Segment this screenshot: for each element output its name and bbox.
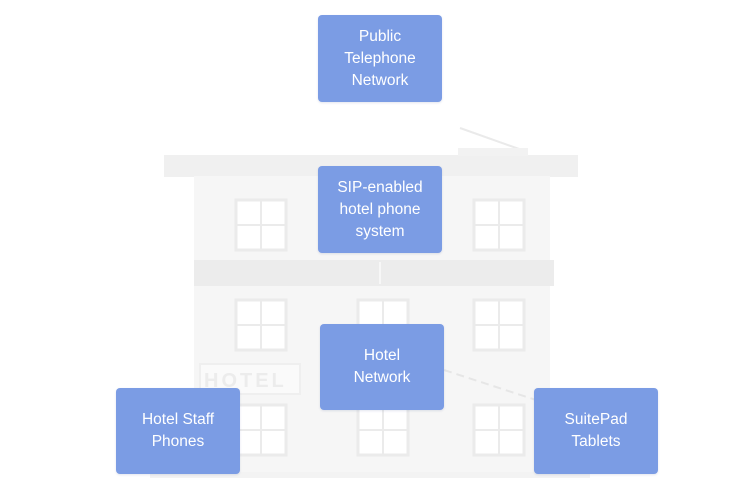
node-suitepad-tablets: SuitePad Tablets bbox=[534, 388, 658, 474]
faint-connector bbox=[443, 369, 537, 401]
node-label: Hotel Network bbox=[353, 347, 411, 386]
node-public-telephone-network: Public Telephone Network bbox=[318, 15, 442, 102]
floor-band bbox=[194, 260, 554, 286]
node-label: Public Telephone Network bbox=[344, 27, 416, 89]
node-label: SuitePad Tablets bbox=[564, 411, 628, 450]
roof-antenna bbox=[459, 127, 523, 151]
ground-line bbox=[150, 472, 590, 478]
hotel-sign-text: HOTEL bbox=[204, 370, 287, 392]
node-label: Hotel Staff Phones bbox=[141, 411, 215, 450]
hotel-sign-plate bbox=[199, 363, 301, 395]
node-hotel-staff-phones: Hotel Staff Phones bbox=[116, 388, 240, 474]
node-label: SIP-enabled hotel phone system bbox=[337, 178, 423, 240]
node-sip-phone-system: SIP-enabled hotel phone system bbox=[318, 166, 442, 253]
node-hotel-network: Hotel Network bbox=[320, 324, 444, 410]
